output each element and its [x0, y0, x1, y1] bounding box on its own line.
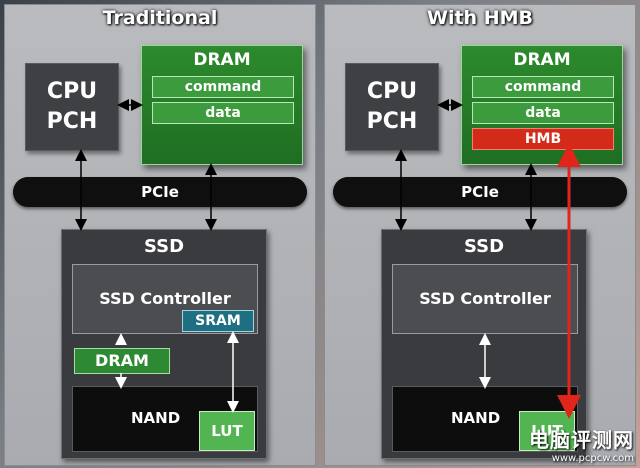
cpu-label: CPU [366, 79, 418, 104]
panel-title: Traditional [102, 7, 218, 29]
cpu-pch-block: CPU PCH [345, 63, 439, 151]
cpu-label: CPU [46, 79, 98, 104]
traditional-panel: Traditional CPU PCH DRAM command data PC… [4, 4, 316, 466]
watermark-title: 电脑评测网 [529, 428, 634, 452]
lut-block: LUT [199, 411, 255, 451]
watermark: 电脑评测网 www.pcpcw.com [529, 424, 634, 464]
host-dram-title: DRAM [193, 50, 251, 70]
connection-arrows [75, 99, 239, 413]
dram-data-row: data [472, 102, 614, 124]
dram-data-row: data [152, 102, 294, 124]
connection-arrows [395, 99, 581, 419]
pcie-bus: PCIe [13, 177, 307, 207]
host-dram-title: DRAM [513, 50, 571, 70]
sram-block: SRAM [182, 310, 254, 332]
nand-label: NAND [451, 409, 501, 427]
with-hmb-panel: With HMB CPU PCH DRAM command data HMB P… [324, 4, 636, 466]
watermark-url: www.pcpcw.com [551, 453, 634, 464]
pch-label: PCH [366, 109, 418, 134]
nand-label: NAND [131, 409, 181, 427]
ssd-title: SSD [463, 236, 505, 257]
ssd-controller-label: SSD Controller [419, 289, 551, 308]
panel-title: With HMB [427, 7, 533, 29]
dram-command-row: command [152, 76, 294, 98]
host-dram-block: DRAM command data [141, 45, 303, 165]
ssd-controller-label: SSD Controller [99, 289, 231, 308]
pch-label: PCH [46, 109, 98, 134]
host-dram-block: DRAM command data HMB [461, 45, 623, 165]
ssd-dram-block: DRAM [74, 348, 170, 374]
nand-block: NAND LUT [392, 386, 578, 452]
dram-command-row: command [472, 76, 614, 98]
ssd-title: SSD [143, 236, 185, 257]
ssd-block: SSD SSD Controller SRAM DRAM NAND LUT [61, 229, 267, 459]
